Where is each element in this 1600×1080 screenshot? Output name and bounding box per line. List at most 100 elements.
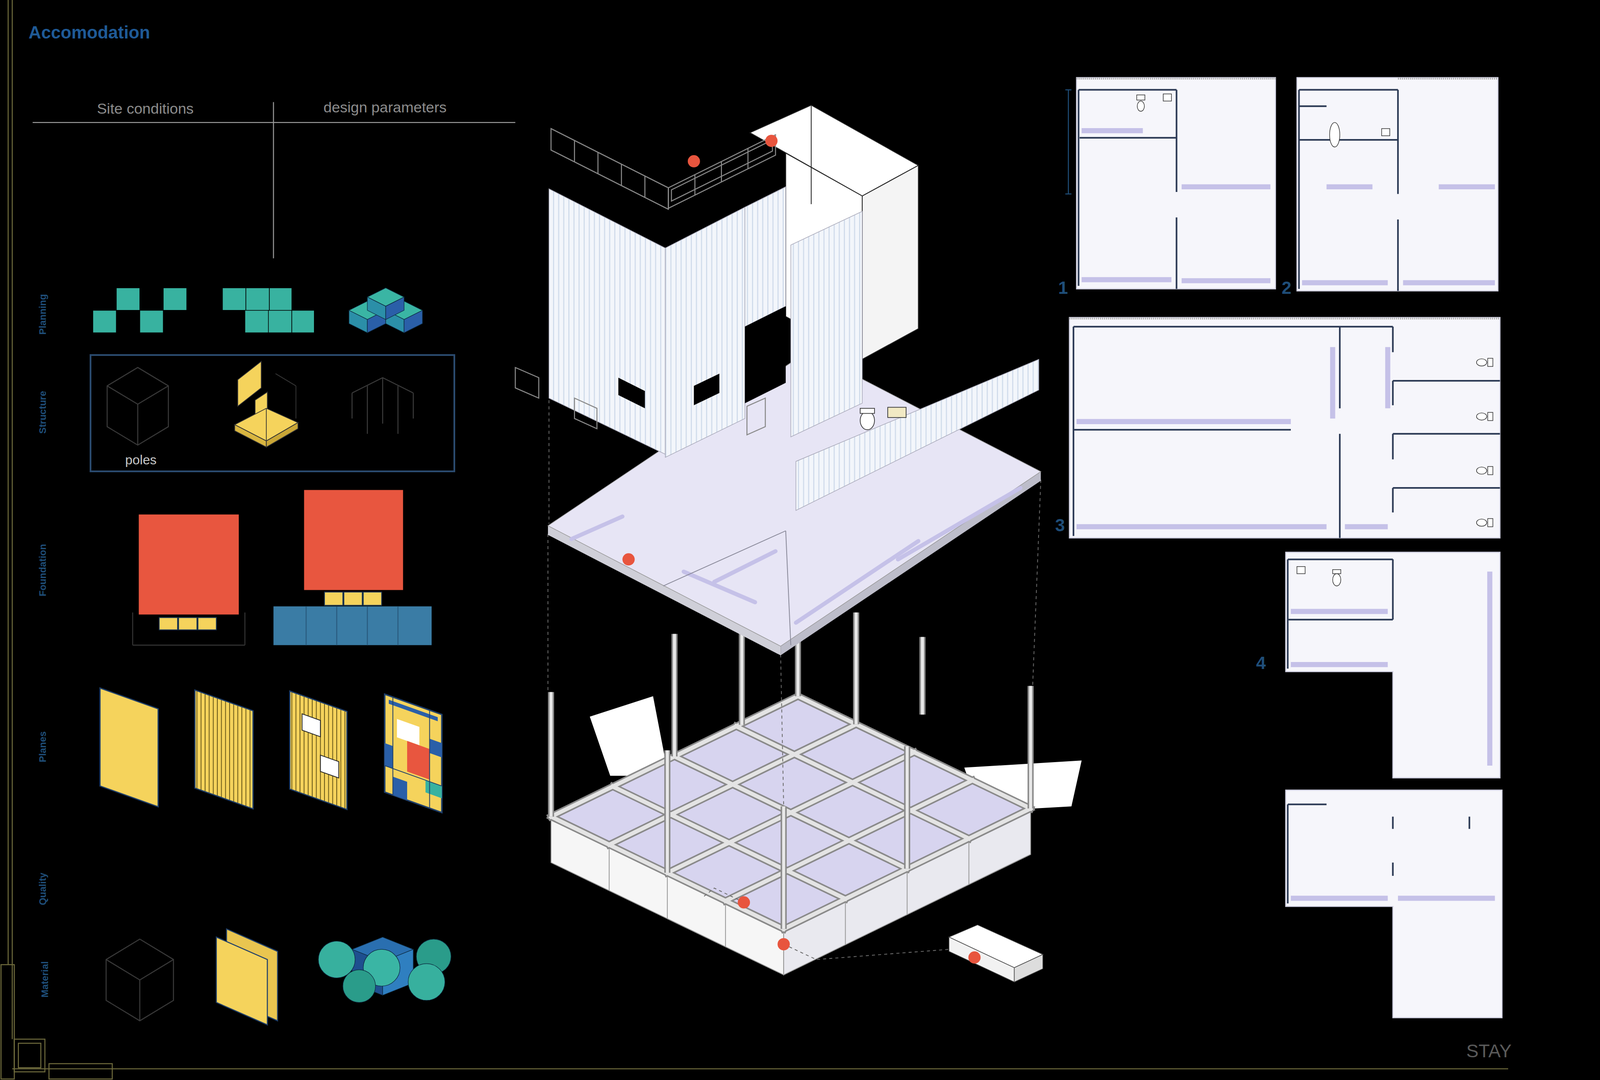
floor-plan — [1332, 573, 1342, 586]
floor-plan — [1296, 566, 1306, 574]
board-frame — [7, 0, 9, 965]
floor-plan — [1069, 317, 1501, 320]
marker-dot — [687, 155, 701, 168]
steel-frame — [550, 696, 1031, 929]
floor-plan — [1072, 326, 1075, 537]
structure-shell — [265, 408, 267, 442]
board-title: Accomodation — [28, 22, 150, 43]
structure-shell — [295, 385, 297, 419]
planning-cubes — [385, 296, 405, 320]
floor-plan — [1290, 895, 1496, 902]
floor-plan — [1397, 77, 1499, 80]
floor-plan — [1391, 433, 1394, 460]
poles-sketch — [366, 385, 368, 434]
assembly-line — [783, 944, 949, 960]
window-frame — [644, 175, 646, 198]
steel-post — [550, 602, 1031, 929]
wall-opening — [618, 377, 645, 409]
curtain-wall — [548, 186, 1039, 511]
floor-plan — [1077, 89, 1080, 286]
steel-post — [920, 637, 924, 715]
planning-pattern — [245, 287, 270, 311]
steel-post — [919, 637, 926, 715]
foundation-diagram — [159, 617, 217, 630]
steel-post — [672, 634, 677, 757]
steel-frame — [667, 752, 915, 873]
material-cluster — [342, 969, 376, 1003]
material-cluster — [318, 937, 451, 1003]
steel-frame — [667, 752, 915, 873]
floor-plan — [1338, 326, 1341, 409]
wall-opening — [744, 306, 786, 404]
floor-plan — [1392, 379, 1500, 382]
steel-post — [1027, 686, 1034, 809]
floor-plan — [1175, 217, 1178, 289]
window-frame — [668, 134, 776, 209]
floor-plan — [1330, 347, 1336, 419]
floor-plan — [1136, 94, 1146, 101]
floor-slab — [898, 488, 1021, 560]
floor-plan — [1397, 219, 1399, 291]
floor-plan — [1285, 552, 1500, 778]
floor-plan — [1487, 571, 1493, 766]
board-frame — [14, 1039, 46, 1073]
floor-plan — [1065, 77, 1276, 289]
plan-number: 1 — [1058, 277, 1068, 298]
board-frame — [18, 1043, 41, 1068]
row-label: Foundation — [37, 544, 49, 597]
floor-plan — [1391, 488, 1394, 513]
planning-pattern — [269, 287, 292, 311]
foundation-diagram — [132, 612, 245, 646]
floor-plan — [1136, 94, 1172, 112]
window-frame — [515, 367, 539, 398]
window-frame — [671, 139, 773, 202]
planning-pattern — [92, 287, 314, 333]
steel-post — [782, 806, 786, 929]
sanitary-fixture — [887, 407, 907, 418]
floor-plan — [1290, 895, 1388, 902]
assembly-line — [547, 533, 549, 693]
plane-panel — [392, 697, 394, 795]
wireframe-cube — [107, 367, 169, 445]
foundation-blocks — [725, 900, 726, 947]
board-frame — [48, 1063, 113, 1080]
floor-plan — [1079, 136, 1177, 139]
foundation-diagram — [324, 592, 382, 606]
planning-pattern — [92, 310, 117, 333]
board-frame — [0, 964, 14, 1079]
floor-plan — [1391, 559, 1394, 620]
floor-plan — [1065, 89, 1072, 91]
material-panels — [216, 937, 268, 1025]
planning-pattern — [222, 287, 247, 311]
window-frame — [550, 128, 669, 210]
marker-dot — [737, 896, 750, 909]
steel-post — [547, 692, 555, 817]
planning-cubes — [348, 287, 423, 333]
steel-post — [904, 746, 911, 869]
floor-plan — [1073, 326, 1500, 538]
plane-panel — [384, 694, 443, 813]
poles-sketch — [351, 393, 353, 419]
plane-panel — [392, 776, 408, 801]
foundation-blocks — [968, 838, 970, 885]
floor-plan — [1285, 790, 1503, 1018]
floor-slab — [795, 540, 919, 623]
wall-opening — [693, 373, 720, 405]
window-frame — [721, 161, 722, 182]
plane-panel — [384, 694, 443, 813]
plane-panel — [302, 714, 321, 737]
service-block — [862, 165, 919, 360]
assembly-line — [548, 400, 550, 524]
floor-slab — [571, 516, 623, 539]
floor-plan — [1487, 466, 1493, 475]
floor-plan — [1296, 566, 1341, 586]
wireframe-cube — [106, 939, 174, 1022]
steel-frame — [550, 696, 1031, 929]
plane-panel — [100, 688, 159, 808]
floor-plan — [1296, 77, 1499, 291]
plane-panel — [289, 691, 348, 810]
wall-opening — [618, 306, 786, 408]
structure-shell — [234, 408, 299, 442]
window-frame — [747, 148, 749, 169]
floor-plan — [1287, 558, 1393, 561]
